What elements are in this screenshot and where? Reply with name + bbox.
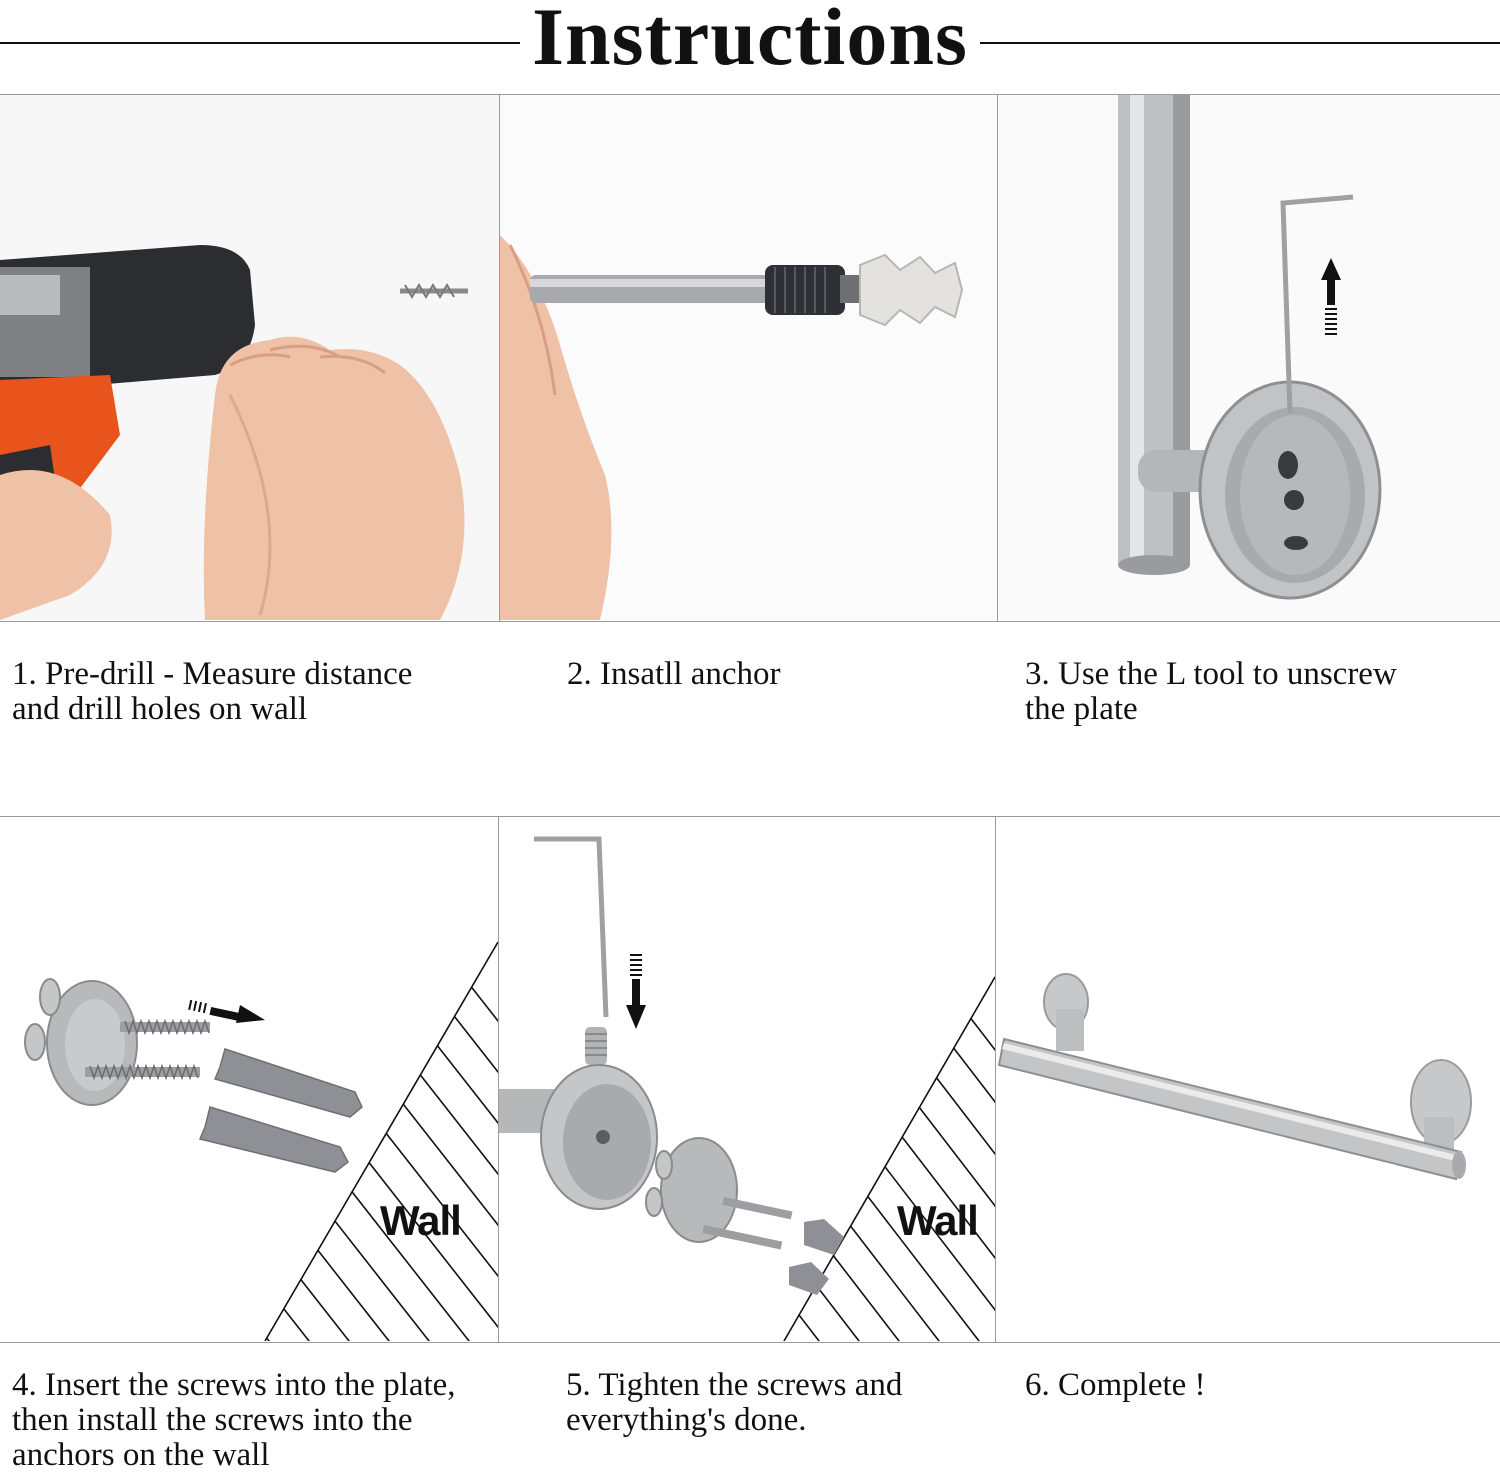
step-5-caption: 5. Tighten the screws and everything's d… <box>566 1367 903 1438</box>
step-6-image <box>996 817 1500 1341</box>
towel-bar-illustration <box>996 817 1500 1341</box>
title-rule-left <box>0 42 520 44</box>
step-4-caption: 4. Insert the screws into the plate, the… <box>12 1367 456 1473</box>
screws-anchors-illustration: Wall <box>24 941 498 1341</box>
divider <box>498 816 499 1342</box>
step-1-image <box>0 95 499 620</box>
step-4-image: Wall <box>0 817 498 1341</box>
title-rule-right <box>980 42 1500 44</box>
wall-label: Wall <box>897 1197 978 1244</box>
l-tool-illustration <box>998 95 1500 620</box>
drill-illustration <box>0 95 499 620</box>
page-title: Instructions <box>532 0 968 82</box>
divider <box>997 94 998 621</box>
anchor-illustration <box>500 95 997 620</box>
wall-label: Wall <box>380 1197 461 1244</box>
step-3-caption: 3. Use the L tool to unscrew the plate <box>1025 656 1397 727</box>
tighten-illustration: Wall <box>499 836 995 1341</box>
step-5-image: Wall <box>499 817 995 1341</box>
divider <box>499 94 500 621</box>
title-bar: Instructions <box>0 0 1500 82</box>
step-2-image <box>500 95 997 620</box>
divider <box>995 816 996 1342</box>
row-1-frame <box>0 94 1500 622</box>
step-3-image <box>998 95 1500 620</box>
row-2-frame <box>0 816 1500 1343</box>
step-6-caption: 6. Complete ! <box>1025 1367 1206 1403</box>
step-1-caption: 1. Pre-drill - Measure distance and dril… <box>12 656 413 727</box>
step-2-caption: 2. Insatll anchor <box>567 656 781 692</box>
